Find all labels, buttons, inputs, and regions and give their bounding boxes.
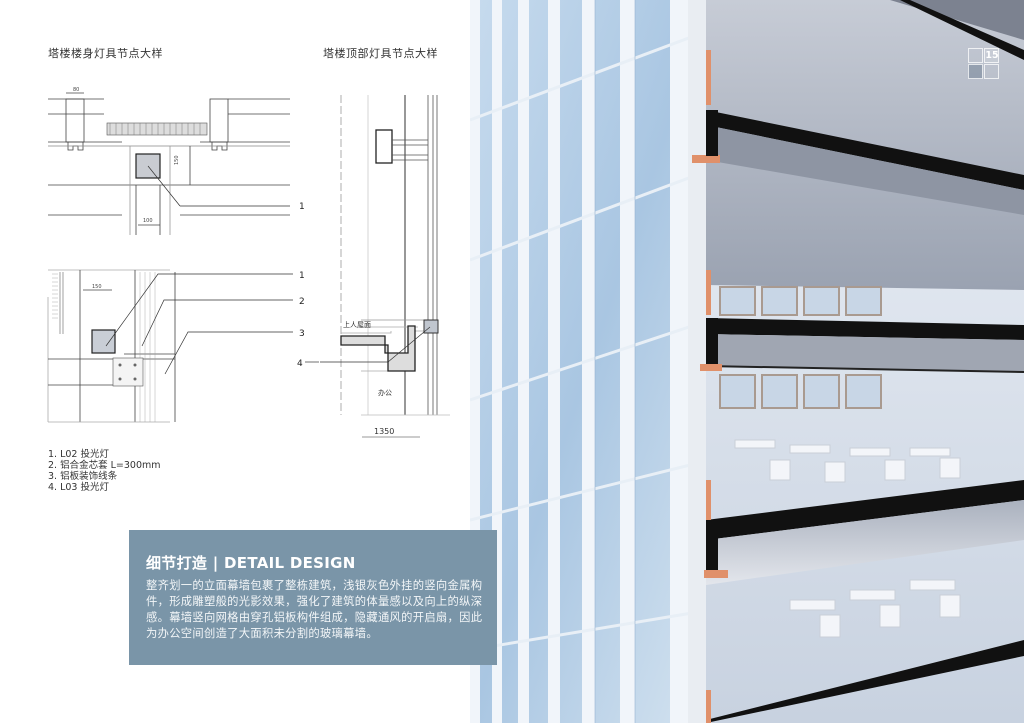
facade-section-rendering	[470, 0, 1024, 723]
svg-text:上人屋面: 上人屋面	[343, 320, 371, 329]
legend-item: 3. 铝板装饰线条	[48, 471, 118, 482]
svg-text:100: 100	[143, 218, 153, 224]
page-number-marker: 15	[968, 48, 1000, 80]
svg-text:80: 80	[73, 87, 79, 93]
svg-text:办公: 办公	[378, 388, 392, 397]
legend-item: 2. 铝合金芯套 L=300mm	[48, 460, 161, 471]
legend: 1. L02 投光灯 2. 铝合金芯套 L=300mm 3. 铝板装饰线条 4.…	[48, 449, 161, 493]
svg-text:2: 2	[299, 297, 305, 307]
svg-text:3: 3	[299, 329, 305, 339]
detail-design-panel: 细节打造 | DETAIL DESIGN 整齐划一的立面幕墙包裹了整栋建筑，浅银…	[129, 530, 497, 665]
left-drawing-title: 塔楼楼身灯具节点大样	[48, 47, 163, 60]
marker-cell	[984, 64, 999, 79]
svg-text:150: 150	[92, 284, 102, 290]
page-number: 15	[985, 50, 999, 61]
svg-text:1350: 1350	[374, 427, 394, 436]
right-drawing-title: 塔楼顶部灯具节点大样	[323, 47, 438, 60]
marker-cell	[984, 48, 999, 63]
roof-light-section-detail: 上人屋面 办公 1350	[320, 95, 450, 438]
panel-body: 整齐划一的立面幕墙包裹了整栋建筑，浅银灰色外挂的竖向金属构件，形成雕塑般的光影效…	[146, 579, 483, 640]
svg-text:150: 150	[174, 155, 180, 165]
legend-item: 1. L02 投光灯	[48, 449, 109, 460]
marker-cell	[968, 48, 983, 63]
svg-text:1: 1	[299, 202, 305, 212]
light-fixture-elevation-detail: 150 1 2 3 4	[47, 269, 319, 423]
svg-text:1: 1	[299, 271, 305, 281]
marker-cell	[968, 64, 983, 79]
facade-rendering-graphic	[470, 0, 1024, 723]
svg-text:4: 4	[297, 359, 303, 369]
legend-item: 4. L03 投光灯	[48, 482, 109, 493]
panel-title: 细节打造 | DETAIL DESIGN	[146, 554, 356, 572]
light-fixture-plan-detail: 80 100 150 1	[48, 87, 305, 235]
